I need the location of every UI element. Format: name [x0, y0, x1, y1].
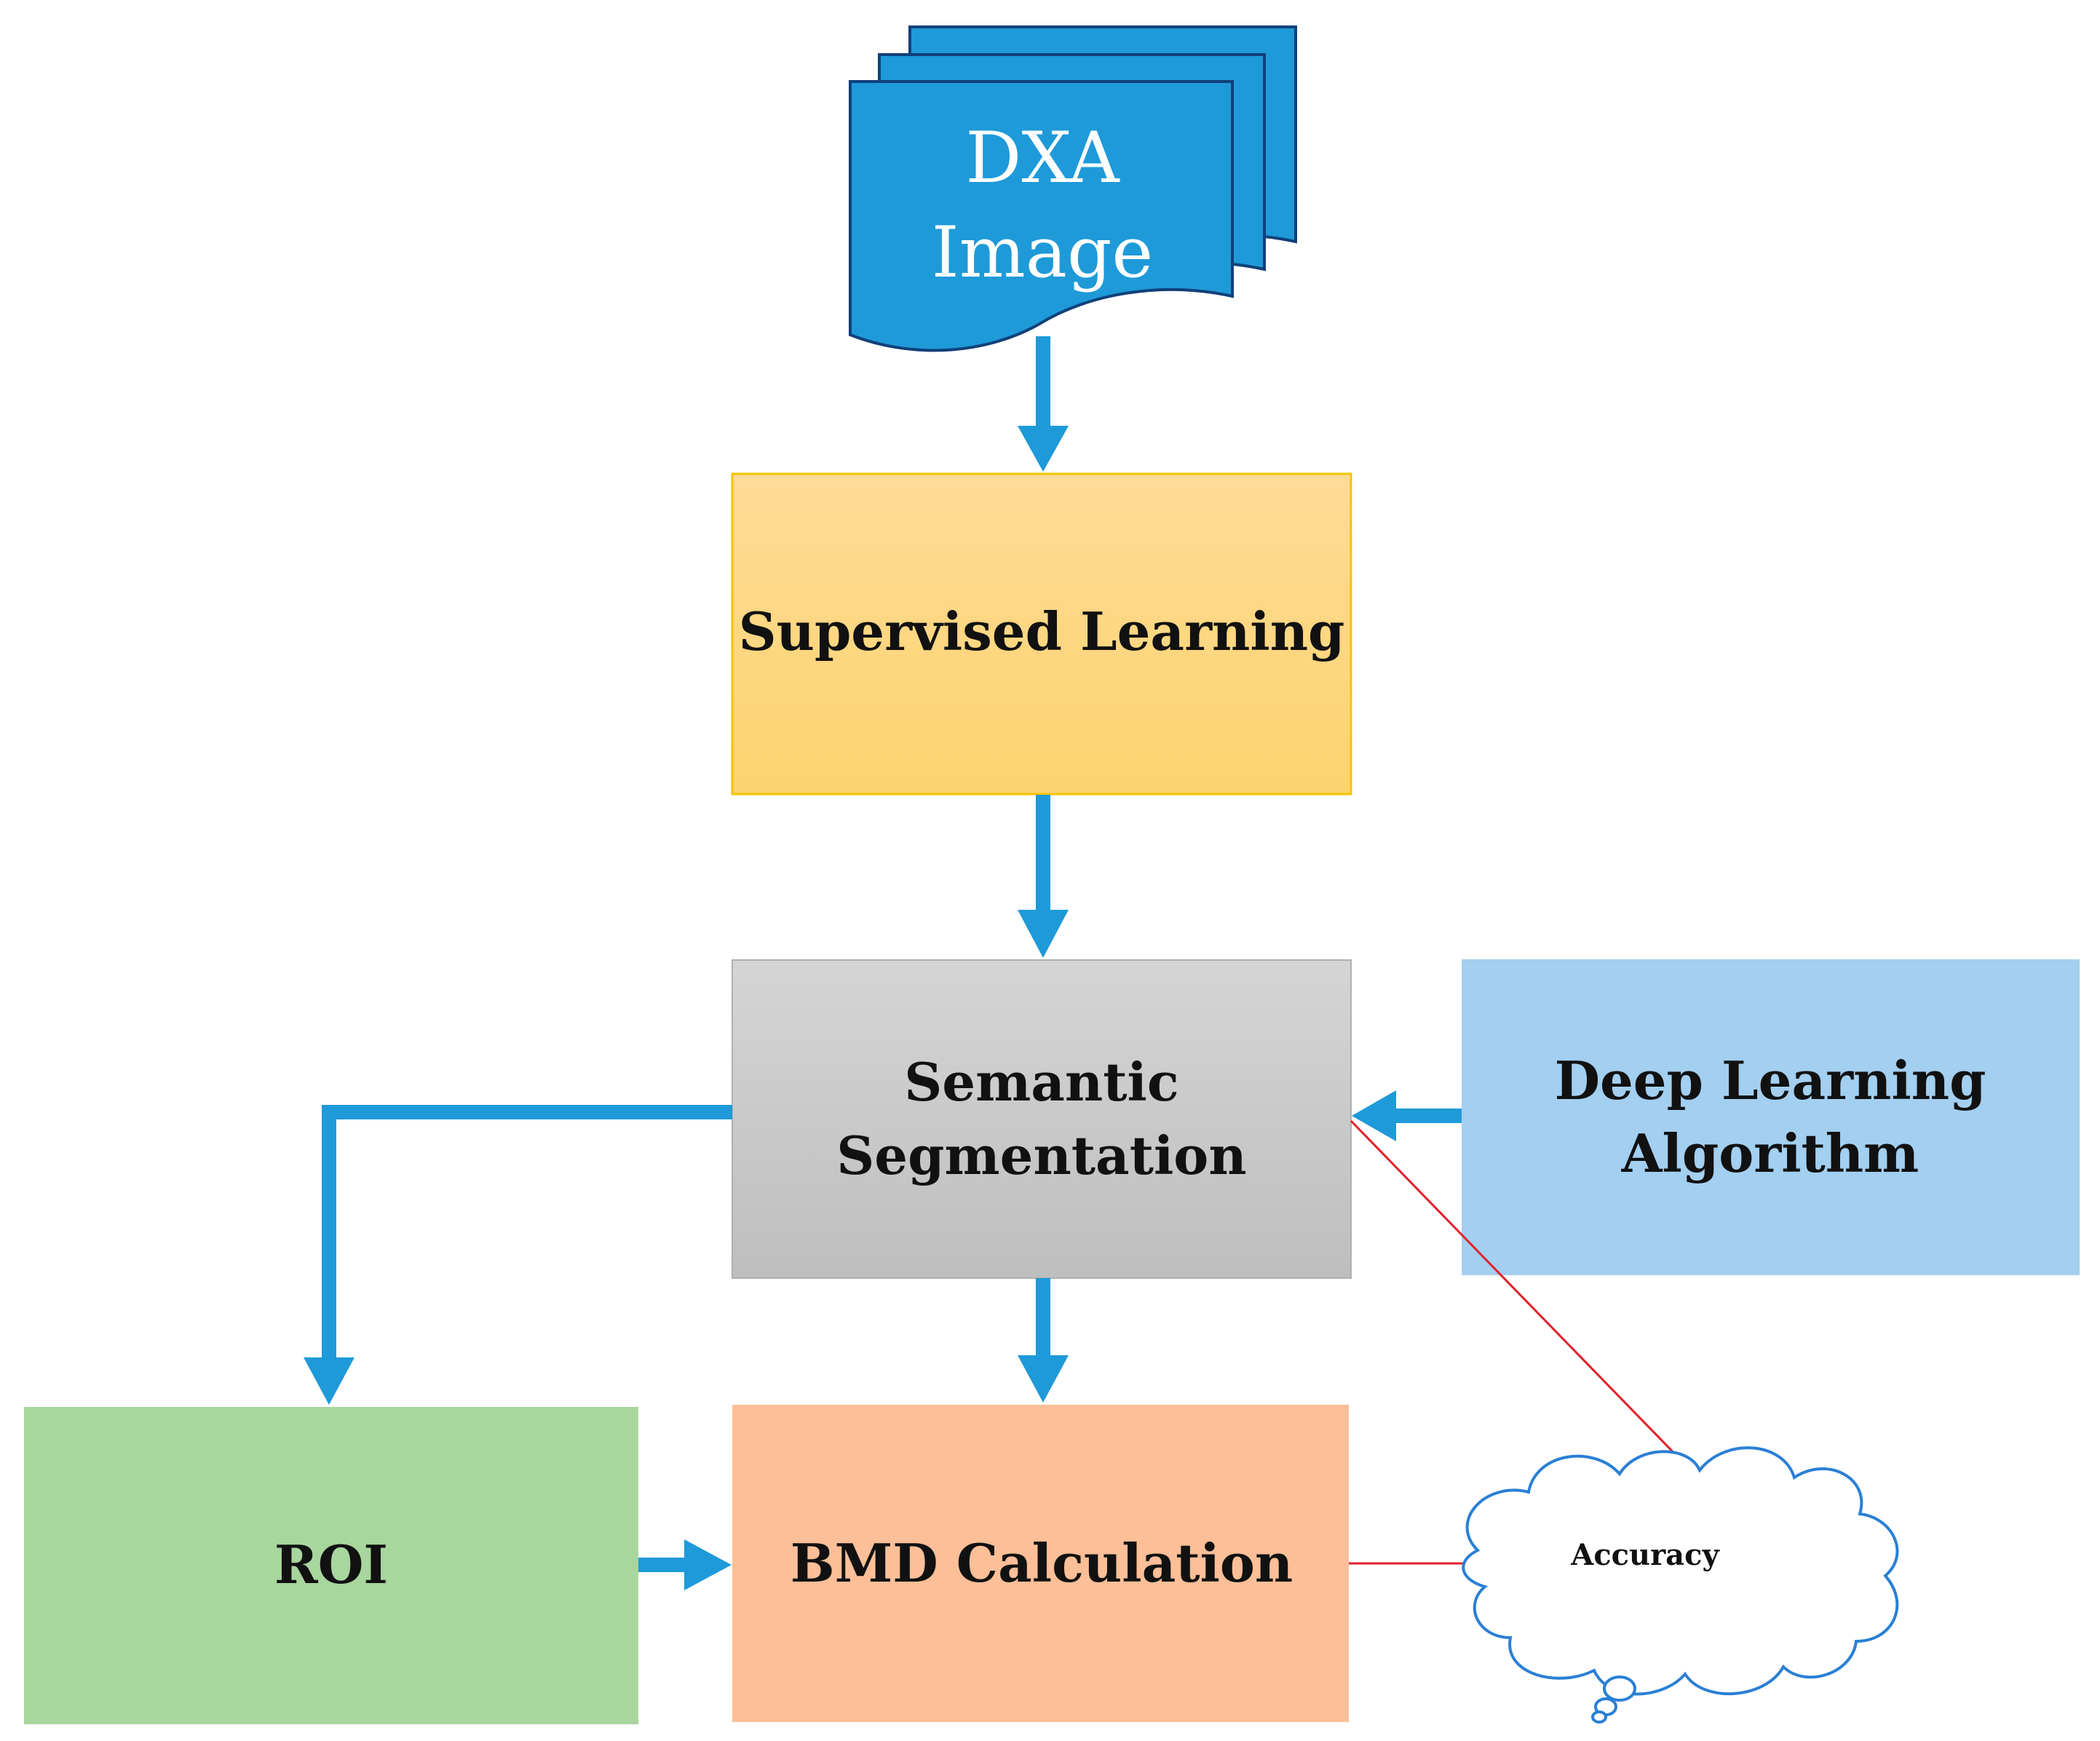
semantic-label-line2: Segmentation	[836, 1125, 1246, 1186]
arrow-dxa-to-supervised	[1018, 336, 1069, 472]
bmd-calculation-box	[732, 1405, 1349, 1722]
deep-learning-label-line1: Deep Learning	[1555, 1050, 1986, 1111]
cloud-bubble-small	[1591, 1710, 1607, 1724]
accuracy-label: Accuracy	[1570, 1538, 1720, 1572]
arrow-semantic-to-bmd	[1018, 1278, 1069, 1403]
supervised-learning-node: Supervised Learning	[731, 472, 1352, 796]
supervised-learning-label: Supervised Learning	[739, 600, 1345, 662]
semantic-segmentation-node: Semantic Segmentation	[732, 959, 1352, 1279]
dxa-image-node: DXA Image	[849, 25, 1297, 352]
accuracy-cloud-node: Accuracy	[1462, 1446, 1899, 1724]
roi-box	[24, 1407, 638, 1724]
dxa-label-line1: DXA	[965, 117, 1120, 199]
arrow-deep-to-semantic	[1352, 1090, 1462, 1141]
supervised-learning-box	[731, 472, 1352, 796]
semantic-label-line1: Semantic	[904, 1051, 1178, 1113]
deep-learning-box	[1462, 959, 2080, 1275]
arrow-supervised-to-semantic	[1018, 795, 1069, 958]
deep-learning-label-line2: Algorithm	[1621, 1122, 1919, 1184]
dxa-doc-front	[849, 80, 1234, 352]
bmd-calculation-node: BMD Calculation	[732, 1405, 1349, 1722]
roi-node: ROI	[24, 1407, 638, 1724]
accuracy-cloud-shape	[1462, 1446, 1899, 1696]
deep-learning-node: Deep Learning Algorithm	[1462, 959, 2080, 1275]
bmd-calculation-label: BMD Calculation	[791, 1532, 1293, 1594]
arrow-semantic-to-roi	[304, 1105, 732, 1405]
roi-label: ROI	[274, 1534, 388, 1595]
dxa-label-line2: Image	[932, 212, 1153, 293]
arrow-semantic-to-accuracy	[1350, 1119, 1687, 1466]
cloud-bubble-large	[1603, 1675, 1636, 1702]
arrow-roi-to-bmd	[638, 1539, 732, 1590]
semantic-segmentation-box	[732, 959, 1352, 1279]
